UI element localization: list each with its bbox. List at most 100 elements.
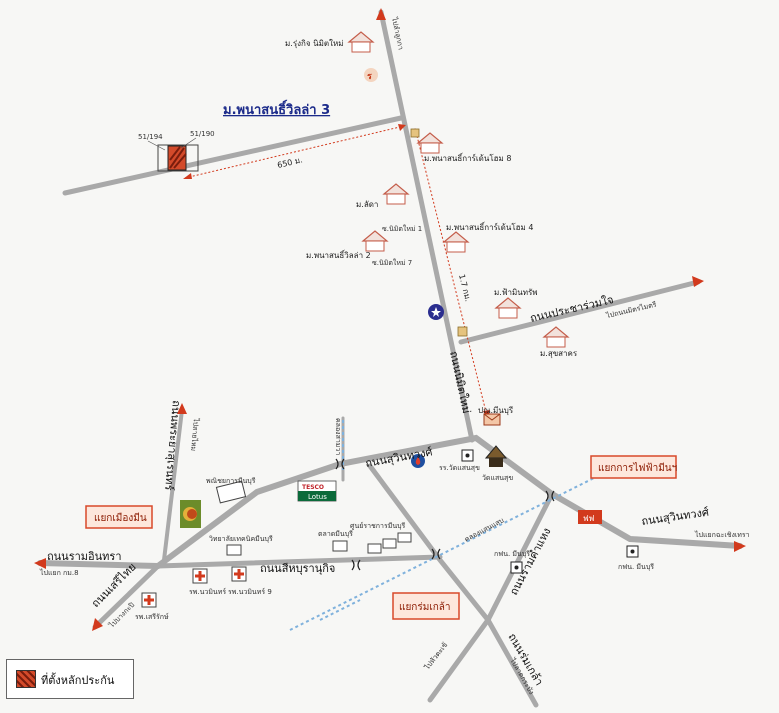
- shop-icon-small: [410, 128, 420, 138]
- legend-swatch: [16, 670, 36, 688]
- road-label-to-hua-mak: ไปหัวตะเข้: [422, 640, 450, 672]
- svg-text:Lotus: Lotus: [308, 493, 327, 501]
- landmark-wat-saensuk: วัดแสนสุข: [482, 474, 513, 482]
- pea-logo-icon: ฟฟ: [578, 510, 602, 524]
- village-fa-mintharo: ม.ฟ้ามินทรัพ: [494, 288, 538, 297]
- landmark-tech-college: วิทยาลัยเทคนิคมีนบุรี: [209, 535, 273, 543]
- gov-center-buildings: [367, 532, 412, 554]
- temple-icon: [484, 445, 508, 467]
- central-logo-icon: [180, 500, 201, 528]
- road-suwinthawong: [155, 434, 743, 569]
- road-label-to-sai-mai: ไปสายไหม: [189, 417, 201, 452]
- house-icon-panasonic-4: [442, 231, 470, 253]
- landmark-wat-saensuk-school: รร.วัดแสนสุข: [439, 464, 480, 472]
- house-icon-rungkit: [347, 31, 375, 53]
- tesco-lotus-icon: TESCO Lotus: [297, 480, 337, 502]
- road-bypass: [367, 463, 492, 703]
- minburi-commerce-building: [215, 480, 247, 504]
- landmark-nawamin-hospital: รพ.นวมินทร์: [189, 588, 226, 596]
- plot-b-label: 51/190: [190, 130, 215, 138]
- village-suksan: ม.สุขสาคร: [540, 349, 578, 358]
- house-icon-lada: [382, 183, 410, 205]
- road-label-nimit-mai: ถนนนิมิตใหม่: [447, 350, 473, 415]
- road-label-pracharuammai: ถนนประชาร่วมใจ: [529, 293, 615, 325]
- road-label-suwinthawong-east: ถนนสุวินทวงศ์: [641, 506, 710, 528]
- project-title[interactable]: ม.พนาสนธิ์วิลล่า 3: [223, 99, 330, 118]
- legend-label: ที่ตั้งหลักประกัน: [41, 674, 115, 687]
- arrow-to-bangkapi: [92, 618, 103, 631]
- village-lada: ม.ลัดา: [356, 200, 378, 209]
- callout-rom-klao-junction[interactable]: แยกร่มเกล้า: [392, 592, 460, 620]
- road-seri-thai: [92, 563, 161, 630]
- road-pracharuammai: [458, 279, 701, 345]
- talad-building: [332, 540, 348, 552]
- hospital-icon-nawamin: [192, 568, 208, 584]
- distance-650m-label: 650 ม.: [276, 155, 303, 170]
- landmark-minburi-post: ปณ.มีนบุรี: [478, 406, 514, 415]
- ptt-station-icon: [411, 454, 425, 468]
- callout-muang-min[interactable]: แยกเมืองมีน: [85, 505, 153, 529]
- road-label-to-lamlukka: ไปลำลูกกา: [390, 16, 406, 51]
- hospital-icon-nawamin-9: [231, 566, 247, 582]
- arrow-to-sai-mai: [177, 403, 187, 414]
- bridge-markers: [335, 458, 555, 571]
- hospital-icon-serirak: [141, 592, 157, 608]
- star-badge-icon: [428, 304, 444, 320]
- svg-text:แยกการไฟฟ้ามีนฯ: แยกการไฟฟ้ามีนฯ: [598, 462, 677, 474]
- road-label-phraya-suren: ถนนพระยาสุเรนทร์: [162, 400, 183, 491]
- soi-nimit-mai-7: ซ.นิมิตใหม่ 7: [372, 258, 412, 267]
- logo-icon-rp: ร: [364, 68, 378, 82]
- arrow-to-mitmaitri: [692, 276, 704, 287]
- tech-college-building: [226, 544, 242, 556]
- road-label-to-km8: ไปแยก กม.8: [39, 568, 79, 577]
- landmark-tot-minburi: กฟน. มีนบุรี: [618, 563, 654, 571]
- road-nimit-mai: [378, 9, 475, 443]
- road-ramindra: [37, 560, 161, 569]
- callout-pea-junction[interactable]: แยกการไฟฟ้ามีนฯ: [590, 455, 677, 479]
- shop-icon-junction: [457, 326, 468, 337]
- road-label-ramindra: ถนนรามอินทรา: [47, 550, 122, 563]
- project-site[interactable]: 51/194 51/190: [138, 130, 215, 172]
- landmark-minburi-commerce: พณิชยการมีนบุรี: [206, 477, 256, 485]
- canal-saen-saep-lower: [319, 599, 361, 621]
- svg-text:ร: ร: [367, 72, 372, 82]
- landmark-serirak-hospital: รพ.เสรีรักษ์: [135, 613, 169, 621]
- soi-nimit-mai-1: ซ.นิมิตใหม่ 1: [382, 224, 422, 233]
- plot-a-label: 51/194: [138, 133, 163, 141]
- arrow-to-lamlukka: [376, 8, 386, 20]
- house-icon-suksan: [542, 326, 570, 348]
- road-label-to-chachoengsao: ไปแยกฉะเชิงเทรา: [694, 530, 750, 539]
- house-icon-panasonic-8: [416, 132, 444, 154]
- house-icon-panasonic-villa-2: [361, 230, 389, 252]
- landmark-nawamin9-hospital: รพ.นวมินทร์ 9: [228, 588, 272, 596]
- svg-text:TESCO: TESCO: [302, 484, 324, 491]
- road-label-sihaburanukit: ถนนสีหบุรานุกิจ: [260, 562, 335, 575]
- post-office-icon: [483, 413, 501, 426]
- village-rungkit: ม.รุ่งกิจ นิมิตใหม่: [285, 39, 343, 48]
- legend: ที่ตั้งหลักประกัน: [6, 659, 134, 699]
- road-phraya-suren: [162, 408, 184, 562]
- svg-text:แยกเมืองมีน: แยกเมืองมีน: [94, 512, 147, 524]
- arrow-to-chachoengsao: [734, 541, 746, 552]
- road-label-khlong-sam-wa: คลองสามวา: [334, 418, 342, 455]
- road-ram-khamhaeng: [485, 491, 555, 623]
- distance-650m: 650 ม.: [183, 124, 406, 179]
- road-project-spur: [62, 115, 404, 196]
- landmark-gov-center: ศูนย์ราชการมีนบุรี: [350, 522, 406, 530]
- distance-1-7km: 1.7 กม.: [412, 128, 490, 420]
- village-panasonic-villa-2: ม.พนาสนธิ์วิลล่า 2: [306, 249, 371, 260]
- house-icon-fa-mintharo: [494, 297, 522, 319]
- road-label-khlong-saen-saep: คลองแสนแสบ: [463, 516, 505, 543]
- landmark-talad-minburi: ตลาดมีนบุรี: [318, 530, 353, 538]
- village-panasonic-4: ม.พนาสนธิ์การ์เด้นโฮม 4: [446, 221, 533, 232]
- landmark-pea-minburi: กฟน. มีนบุรี: [494, 550, 530, 558]
- svg-text:แยกร่มเกล้า: แยกร่มเกล้า: [399, 601, 451, 613]
- distance-1-7km-label: 1.7 กม.: [457, 273, 472, 302]
- road-label-suwinthawong: ถนนสุวินทวงศ์: [364, 445, 433, 470]
- arrow-to-km8: [34, 558, 46, 569]
- road-sihaburanukit: [155, 554, 443, 569]
- svg-text:ฟฟ: ฟฟ: [583, 514, 595, 523]
- village-panasonic-8: ม.พนาสนธิ์การ์เด้นโฮม 8: [424, 152, 511, 163]
- road-rom-klao: [485, 617, 539, 708]
